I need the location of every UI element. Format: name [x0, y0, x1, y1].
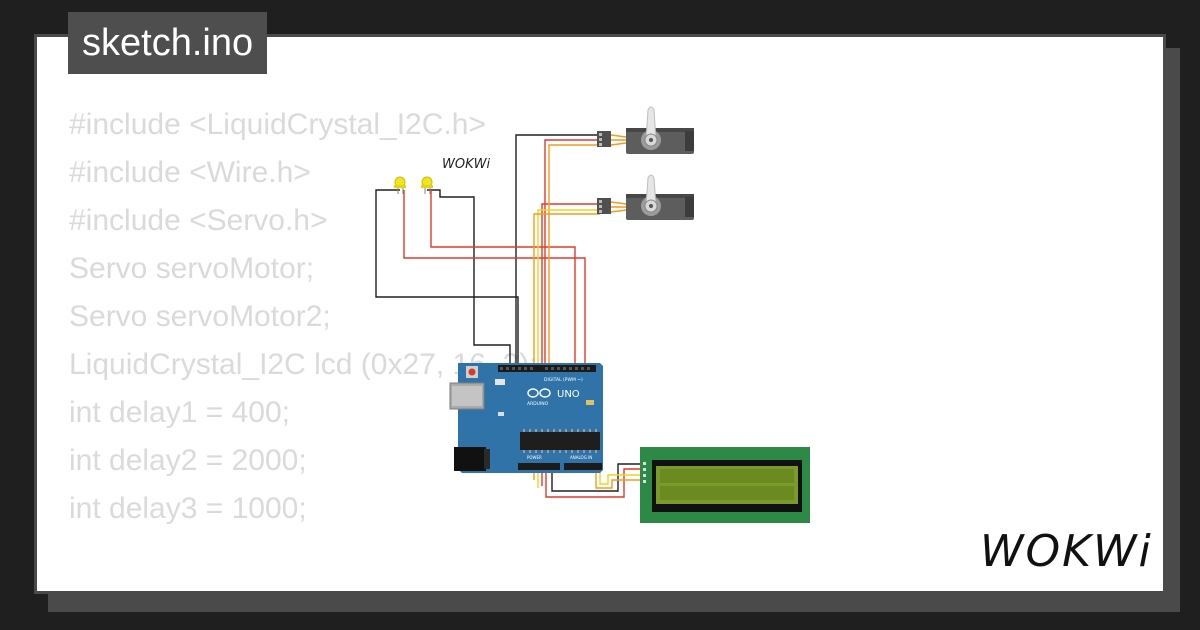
led-1[interactable] — [394, 176, 406, 194]
wokwi-logo-text: WOKWi — [980, 526, 1153, 577]
wire-red-servo1 — [544, 139, 600, 366]
wire-red-lcd — [545, 468, 640, 498]
wire-black-led1 — [375, 189, 519, 366]
digital-header-label: DIGITAL (PWM ~) — [544, 377, 583, 383]
microcontroller-chip — [520, 432, 600, 450]
code-line: Servo servoMotor; — [69, 252, 315, 285]
code-line: int delay2 = 2000; — [69, 444, 307, 477]
wire-black-lcd — [551, 463, 640, 492]
arduino-logo-icon — [527, 388, 551, 398]
arduino-uno-board[interactable]: DIGITAL (PWM ~) UNO ARDUINO — [449, 363, 603, 473]
code-card: #include <LiquidCrystal_I2C.h> #include … — [34, 34, 1166, 594]
code-listing: #include <LiquidCrystal_I2C.h> #include … — [69, 101, 538, 591]
board-model-label: UNO — [557, 389, 580, 400]
wire-red-led2 — [430, 190, 576, 366]
board-brand-label: ARDUINO — [527, 401, 549, 407]
reset-button[interactable] — [468, 368, 476, 376]
code-line: bool untildd=[2] = 1; — [69, 581, 538, 591]
code-line: int delay1 = 400; — [69, 396, 291, 429]
power-header-label: POWER — [527, 455, 542, 460]
code-line: #include <Wire.h> — [69, 156, 311, 189]
wokwi-logo: WOKWi — [980, 526, 1153, 577]
power-jack — [454, 447, 486, 471]
code-line: Servo servoMotor2; — [69, 300, 331, 333]
servo-1[interactable] — [597, 106, 694, 154]
code-line: #include <LiquidCrystal_I2C.h> — [69, 108, 486, 141]
servo-2[interactable] — [597, 174, 694, 220]
diagram-watermark: WOKWi — [442, 157, 490, 172]
wire-red-led1 — [403, 190, 586, 366]
lcd-display[interactable] — [640, 447, 810, 523]
code-line: int delay3 = 1000; — [69, 492, 307, 525]
analog-header-label: ANALOG IN — [570, 455, 592, 460]
wire-black-led2 — [427, 189, 511, 366]
wire-black-servo1 — [515, 134, 600, 366]
file-tab[interactable]: sketch.ino — [68, 12, 268, 74]
wire-orange-lcd — [595, 470, 640, 489]
wire-orange-servo1 — [548, 144, 600, 366]
led-2[interactable] — [421, 176, 433, 194]
code-line: #include <Servo.h> — [69, 204, 328, 237]
wire-yellow-lcd — [599, 470, 640, 485]
